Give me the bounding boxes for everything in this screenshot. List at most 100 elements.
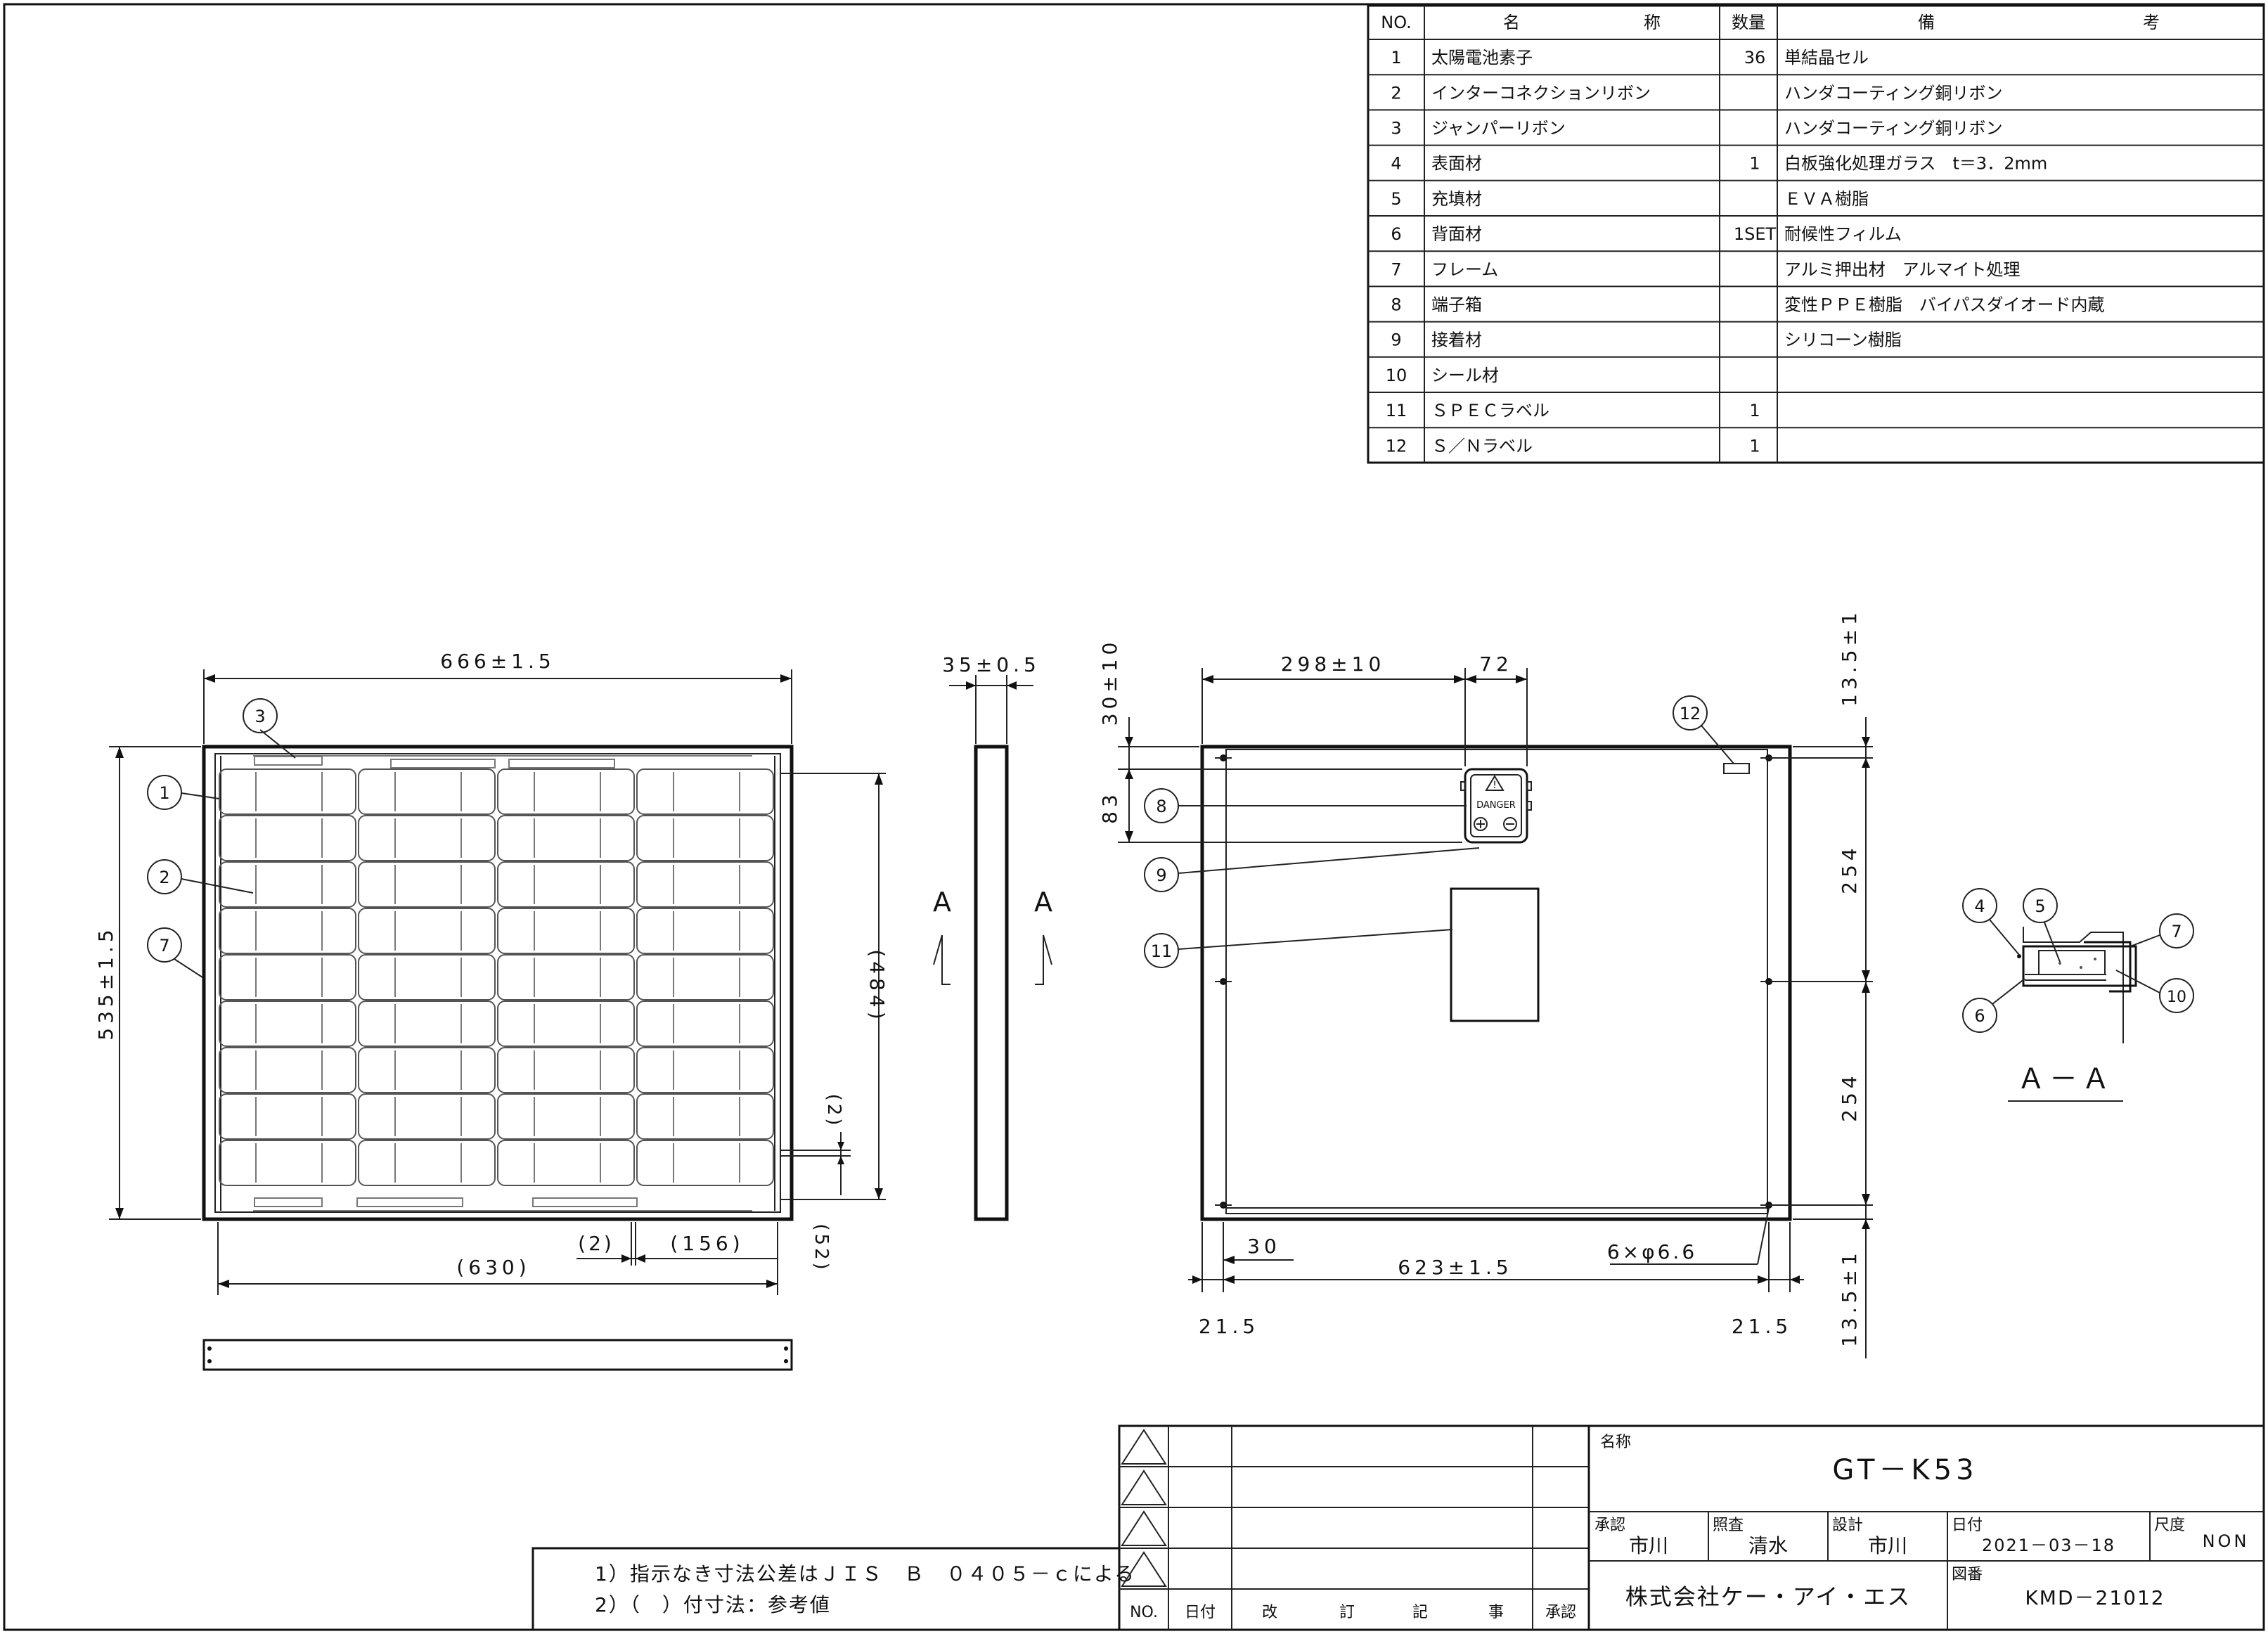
table-cell-qty: 1SET: [1734, 224, 1777, 244]
plus-terminal-icon: [1474, 817, 1488, 831]
dim-holes: 6×φ6.6: [1607, 1240, 1697, 1263]
table-cell-name: フレーム: [1431, 259, 1498, 279]
section-detail: 4 5 7 6 10 Ａ－Ａ: [1962, 888, 2194, 1102]
balloon-5: 5: [2035, 896, 2045, 916]
table-cell-no: 7: [1391, 259, 1401, 279]
solar-cell: [497, 908, 635, 954]
dim-gap-bottom: (2): [578, 1232, 614, 1255]
balloon-4: 4: [1974, 896, 1985, 916]
solar-cell: [497, 815, 635, 861]
table-cell-no: 10: [1386, 366, 1407, 385]
header-name-2: 称: [1644, 13, 1661, 32]
approve-name: 市川: [1629, 1534, 1668, 1557]
drawing-date: 2021－03－18: [1982, 1536, 2115, 1555]
dim-gap-right: (2): [823, 1094, 844, 1128]
table-cell-no: 1: [1391, 48, 1401, 67]
table-cell-no: 3: [1391, 119, 1401, 139]
solar-cell: [636, 908, 774, 954]
table-cell-no: 4: [1391, 154, 1401, 174]
solar-cell: [219, 861, 356, 908]
solar-cell: [358, 1093, 496, 1140]
dim-hole-bottom: 13.5±1: [1838, 1249, 1861, 1347]
drawing-border: [3, 3, 2265, 1631]
check-name: 清水: [1748, 1534, 1788, 1557]
dim-pitch-1: 254: [1838, 844, 1861, 894]
solar-cell: [497, 954, 635, 1001]
solar-cell: [636, 1047, 774, 1093]
rev-text-3: 記: [1412, 1604, 1428, 1621]
name-label: 名称: [1600, 1434, 1631, 1451]
dim-height: 535±1.5: [94, 925, 117, 1040]
table-cell-no: 9: [1391, 330, 1401, 350]
table-cell-no: 11: [1386, 401, 1407, 420]
table-cell-name: インターコネクションリボン: [1431, 83, 1651, 103]
dim-inner-width: (630): [456, 1256, 530, 1279]
solar-cell: [358, 1140, 496, 1186]
rev-date-label: 日付: [1185, 1604, 1216, 1621]
rear-view: ! DANGER 298±10 72 30±10 83: [1098, 608, 1873, 1358]
dim-jbox-x: 298±10: [1281, 652, 1386, 676]
solar-cell: [497, 1140, 635, 1186]
table-cell-name: 表面材: [1431, 154, 1482, 174]
front-view: 666±1.5 535±1.5 (484) (2) (52): [94, 650, 889, 1295]
dim-jbox-h: 83: [1098, 790, 1121, 824]
dim-hole-span: 623±1.5: [1398, 1256, 1512, 1279]
header-remarks-1: 備: [1918, 13, 1935, 32]
check-label: 照査: [1713, 1517, 1744, 1534]
design-label: 設計: [1832, 1517, 1863, 1534]
solar-cell: [219, 908, 356, 954]
table-cell-qty: 1: [1749, 401, 1760, 420]
table-cell-remark: 耐候性フィルム: [1784, 224, 1902, 244]
scale-value: NON: [2203, 1531, 2250, 1551]
solar-cell: [636, 1001, 774, 1047]
dim-pitch-2: 254: [1838, 1072, 1861, 1121]
section-title: Ａ－Ａ: [2017, 1063, 2114, 1095]
solar-cell: [636, 1140, 774, 1186]
note-2: 2）（ ）付寸法：参考値: [595, 1593, 831, 1616]
dim-width: 666±1.5: [440, 650, 555, 673]
solar-cell: [358, 954, 496, 1001]
solar-cell: [497, 861, 635, 908]
balloon-10: 10: [2167, 989, 2186, 1006]
table-cell-name: 接着材: [1431, 330, 1482, 350]
rev-text-1: 改: [1262, 1604, 1277, 1621]
solar-cell: [219, 1093, 356, 1140]
table-cell-qty: 1: [1749, 154, 1760, 174]
solar-cell: [358, 908, 496, 954]
title-block: 名称 GT－K53 承認 市川 照査 清水 設計 市川 日付 2021－03－1…: [1587, 1424, 2265, 1631]
solar-cell: [636, 1093, 774, 1140]
solar-cell: [219, 954, 356, 1001]
table-cell-no: 2: [1391, 83, 1401, 103]
solar-cell: [497, 1093, 635, 1140]
dim-30: 30: [1247, 1235, 1281, 1258]
serial-label: [1723, 763, 1750, 774]
balloon-9: 9: [1156, 866, 1166, 885]
drawing-name: GT－K53: [1832, 1454, 1978, 1486]
warning-icon: !: [1493, 780, 1497, 791]
minus-terminal-icon: [1503, 817, 1517, 831]
rev-text-2: 訂: [1339, 1604, 1355, 1621]
balloon-2: 2: [159, 868, 169, 887]
spec-label: [1450, 887, 1540, 1022]
solar-cell: [358, 768, 496, 815]
solar-cell: [358, 1001, 496, 1047]
table-cell-remark: 単結晶セル: [1784, 48, 1869, 67]
table-cell-qty: 36: [1744, 48, 1766, 67]
dim-inner-height: (484): [865, 949, 889, 1023]
table-cell-qty: 1: [1749, 436, 1760, 456]
rev-no-label: NO.: [1130, 1604, 1158, 1621]
solar-cell-grid: [219, 768, 774, 1186]
section-mark-left: A: [933, 887, 951, 918]
bottom-edge-view: [202, 1339, 793, 1371]
solar-cell: [219, 1140, 356, 1186]
revision-block: NO. 日付 改 訂 記 事 承認: [1118, 1424, 1590, 1631]
table-cell-no: 6: [1391, 224, 1401, 244]
solar-cell: [497, 1047, 635, 1093]
scale-label: 尺度: [2154, 1517, 2185, 1534]
table-cell-remark: ＥＶＡ樹脂: [1784, 189, 1869, 209]
dim-hole-top: 13.5±1: [1838, 608, 1861, 707]
header-qty: 数量: [1732, 13, 1765, 32]
table-cell-remark: 白板強化処理ガラス t＝3．2mm: [1784, 154, 2047, 174]
table-cell-remark: アルミ押出材 アルマイト処理: [1784, 259, 2021, 279]
table-cell-name: ジャンパーリボン: [1431, 119, 1566, 139]
